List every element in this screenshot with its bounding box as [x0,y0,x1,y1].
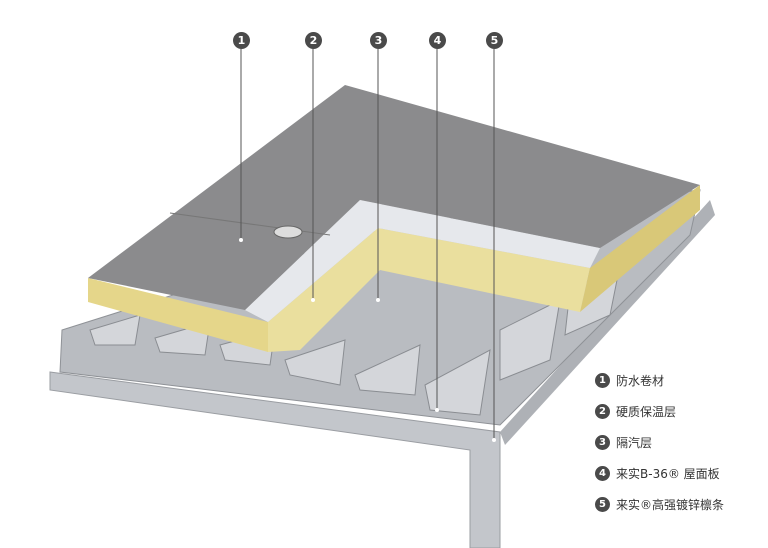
callout-5: 5 [486,32,503,49]
legend-number: 1 [595,373,610,388]
insulation-exposed [268,228,590,352]
insulation-front [88,278,268,352]
legend-item: 2 硬质保温层 [595,396,724,427]
fastener [273,225,303,239]
legend-item: 5 来实®高强镀锌檩条 [595,489,724,520]
legend: 1 防水卷材 2 硬质保温层 3 隔汽层 4 来实B-36® 屋面板 5 来实®高强镀锌檩… [595,365,724,520]
leader-dots [239,238,496,442]
legend-label: 来实B-36® 屋面板 [616,467,720,481]
vapor-barrier [245,200,600,322]
legend-number: 5 [595,497,610,512]
legend-label: 防水卷材 [616,374,665,388]
callout-2: 2 [305,32,322,49]
callout-3: 3 [370,32,387,49]
leader-lines [240,49,495,440]
legend-item: 3 隔汽层 [595,427,724,458]
legend-label: 隔汽层 [616,436,653,450]
legend-item: 1 防水卷材 [595,365,724,396]
insulation-right [580,185,700,312]
legend-item: 4 来实B-36® 屋面板 [595,458,724,489]
legend-number: 2 [595,404,610,419]
legend-number: 4 [595,466,610,481]
callout-4: 4 [429,32,446,49]
legend-label: 硬质保温层 [616,405,677,419]
callout-1: 1 [233,32,250,49]
waterproof-membrane [88,85,700,310]
legend-label: 来实®高强镀锌檩条 [616,498,725,512]
legend-number: 3 [595,435,610,450]
membrane-seam [169,212,331,236]
